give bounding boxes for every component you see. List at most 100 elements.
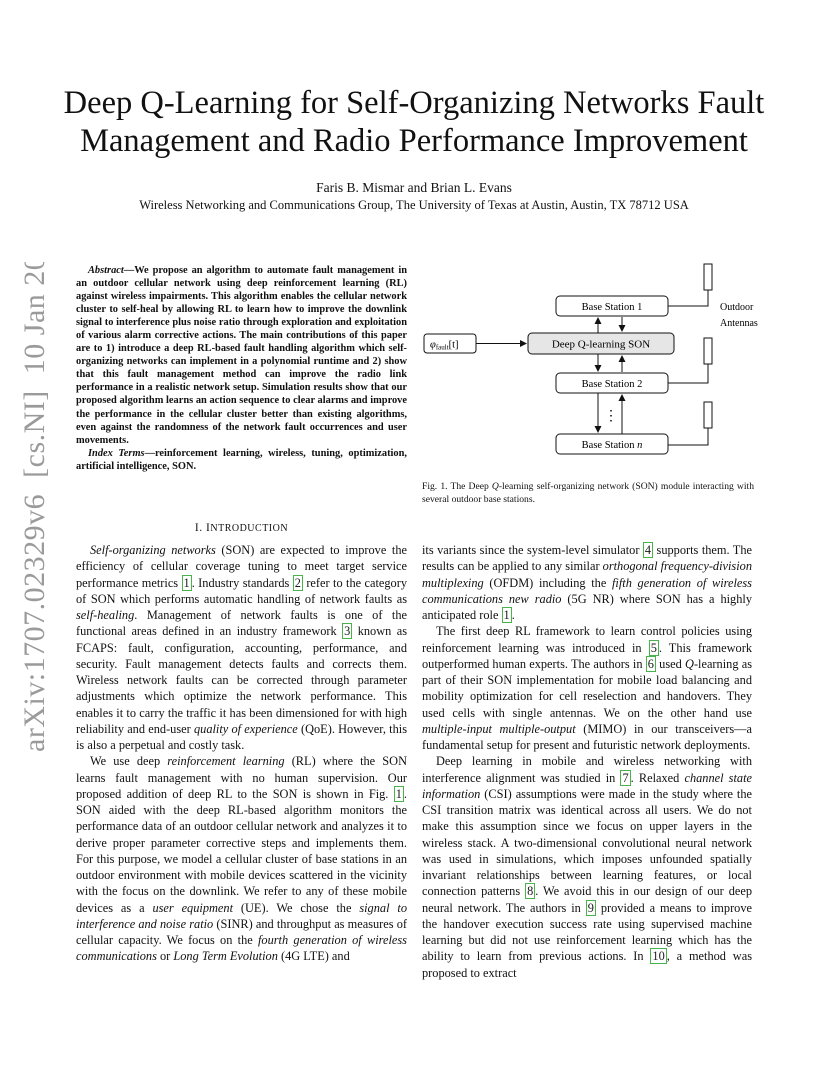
section-heading-introduction: I. INTRODUCTION [76,522,407,534]
figure-1-caption: Fig. 1. The Deep Q-learning self-organiz… [422,481,754,506]
ellipsis-dots: ⋮ [604,409,618,424]
text-span: (5G NR) where SON has a highly anticipat… [422,591,752,622]
citation-link-1b[interactable]: 1 [501,607,512,623]
text-span: . We avoid this in our design of our dee… [422,884,753,915]
paper-title-line1: Deep Q-Learning for Self-Organizing Netw… [63,85,765,121]
text-span: Deep learning in mobile and wireless net… [422,754,752,785]
text-span: (QoE). However, this is also a perpetual… [76,721,407,752]
text-span: used [655,656,686,671]
text-span: We use deep [90,754,168,769]
citation-link-7[interactable]: 7 [620,769,631,786]
antenna-label-line2: Antennas [720,318,758,329]
text-span: . Management of network faults is one of… [76,608,407,639]
index-terms: Index Terms—reinforcement learning, wire… [76,447,407,473]
intro-paragraph-3: its variants since the system-level simu… [422,542,752,623]
term-self-healing: self-healing [76,608,135,622]
intro-paragraph-5: Deep learning in mobile and wireless net… [422,753,752,981]
caption-q: Q [491,481,499,492]
text-span: or [156,949,174,964]
antenna-icon [703,263,713,291]
citation-link-8[interactable]: 8 [525,883,536,900]
antenna-icon [703,401,713,429]
caption-text: -learning self-organizing network (SON) … [422,481,754,505]
text-span: (MIMO) in our transceivers—a fundamental… [422,721,752,752]
text-span: , a method was proposed to extract [422,949,753,980]
base-station-1-label: Base Station 1 [582,302,643,313]
intro-paragraph-4: The first deep RL framework to learn con… [422,623,752,753]
intro-paragraph-1: Self-organizing networks (SON) are expec… [76,542,407,753]
base-station-n-box [555,433,669,455]
text-span: (RL) where the SON learns fault manageme… [76,754,407,801]
index-terms-label: Index Terms [88,447,145,459]
text-span: (UE). We chose the [233,900,360,915]
citation-link-2[interactable]: 2 [292,574,303,591]
fault-signal-label: φfault[t] [430,340,459,352]
column-left-body: Self-organizing networks (SON) are expec… [76,542,407,965]
text-span: (SINR) and throughput as measures of cel… [76,916,407,947]
index-terms-text: —reinforcement learning, wireless, tunin… [76,447,407,472]
text-span: (SON) are expected to improve the effici… [76,543,407,590]
term-son: Self-organizing networks [90,543,216,557]
section-title-initial: I [206,522,211,534]
antenna-feed-line [668,428,709,446]
text-span: (OFDM) including the [483,575,612,590]
column-right-body: its variants since the system-level simu… [422,542,752,981]
text-span: refer to the category of SON which perfo… [76,575,407,606]
term-q: Q [685,656,694,671]
term-4g: fourth generation of wireless communicat… [76,933,407,964]
text-span: . [511,608,515,622]
citation-link-6[interactable]: 6 [645,655,656,672]
citation-link-5[interactable]: 5 [648,639,659,656]
abstract: Abstract—We propose an algorithm to auto… [76,264,407,473]
citation-link-4[interactable]: 4 [642,542,654,558]
text-span: provided a means to improve the handover… [422,900,753,964]
figure-link-1[interactable]: 1 [393,785,404,802]
arxiv-identifier-text: arXiv:1707.02329v6 [cs.NI] 10 Jan 2019 [18,262,51,752]
text-span: supports them. The results can be applie… [422,543,752,574]
section-title-rest: NTRODUCTION [210,523,289,534]
base-station-n-label: Base Station n [582,440,643,451]
citation-link-3[interactable]: 3 [342,623,353,640]
antenna-feed-line [668,290,709,307]
authors: Faris B. Mismar and Brian L. Evans [316,180,512,195]
antenna-feed-line [668,364,709,384]
paper-title: Deep Q-Learning for Self-Organizing Netw… [40,84,788,160]
son-label: Deep Q-learning SON [552,339,650,351]
abstract-text: —We propose an algorithm to automate fau… [76,265,407,446]
term-ofdm: orthogonal frequency-division multiplexi… [422,559,753,590]
antenna-label-line1: Outdoor [720,302,754,313]
text-span: -learning as part of their SON implement… [422,656,752,720]
base-station-2-label: Base Station 2 [582,379,643,390]
citation-link-1[interactable]: 1 [181,574,192,591]
text-span: . This framework outperformed human expe… [422,640,752,671]
paper-title-line2: Management and Radio Performance Improve… [80,123,748,159]
term-5g-nr: fifth generation of wireless communicati… [422,575,752,606]
base-station-1-box [555,295,669,317]
figure-1-diagram: Base Station 1 Deep Q-learning SON φfaul… [423,263,758,455]
citation-link-9[interactable]: 9 [585,899,596,916]
text-span: known as FCAPS: fault, configuration, ac… [76,624,407,736]
text-span: its variants since the system-level simu… [422,543,643,557]
term-qoe: quality of experience [193,721,298,736]
text-span: . Relaxed [630,770,685,785]
intro-paragraph-2: We use deep reinforcement learning (RL) … [76,753,407,964]
term-rl: reinforcement learning [167,754,285,769]
citation-link-10[interactable]: 10 [650,948,667,965]
term-csi: channel state information [422,770,752,801]
base-station-2-box [555,372,669,394]
arxiv-identifier: arXiv:1707.02329v6 [cs.NI] 10 Jan 2019 [18,262,51,752]
affiliation: Wireless Networking and Communications G… [139,198,689,212]
text-span: The first deep RL framework to learn con… [422,624,752,655]
abstract-paragraph: Abstract—We propose an algorithm to auto… [76,264,407,447]
text-span: (CSI) assumptions were made in the study… [422,786,752,899]
term-ue: user equipment [152,900,234,915]
term-lte: Long Term Evolution [173,949,278,964]
term-mimo: multiple-input multiple-output [422,721,576,736]
text-span: . SON aided with the deep RL-based algor… [76,786,407,915]
abstract-label: Abstract [88,265,124,276]
section-number: I. [194,522,203,534]
text-span: (4G LTE) and [277,949,350,964]
text-span: . Industry standards [191,575,293,590]
term-sinr: signal to interference and noise ratio [76,900,407,931]
antenna-icon [703,337,713,365]
